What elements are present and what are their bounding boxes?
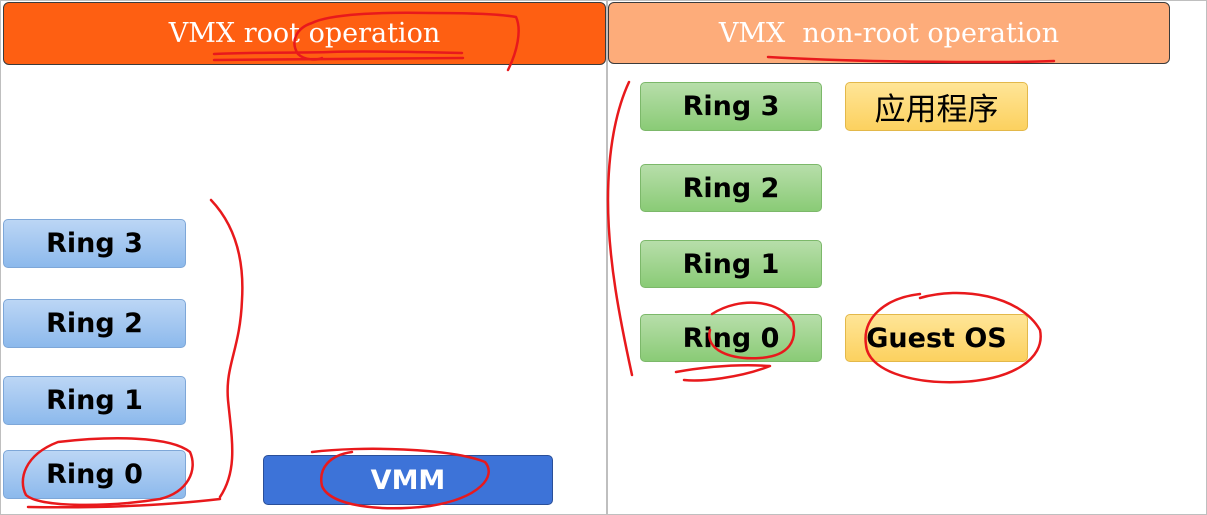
application-label-box: 应用程序 xyxy=(845,82,1028,131)
root-ring-1: Ring 1 xyxy=(3,376,186,425)
guest-os-box: Guest OS xyxy=(845,314,1028,362)
nonroot-ring-2: Ring 2 xyxy=(640,164,822,212)
root-operation-header: VMX root operation xyxy=(3,2,606,65)
root-ring-3: Ring 3 xyxy=(3,219,186,268)
root-ring-0: Ring 0 xyxy=(3,450,186,499)
nonroot-operation-header: VMX non-root operation xyxy=(608,2,1170,64)
nonroot-ring-1: Ring 1 xyxy=(640,240,822,288)
nonroot-ring-3: Ring 3 xyxy=(640,82,822,131)
vmm-box: VMM xyxy=(263,455,553,505)
nonroot-ring-0: Ring 0 xyxy=(640,314,822,362)
root-ring-2: Ring 2 xyxy=(3,299,186,348)
